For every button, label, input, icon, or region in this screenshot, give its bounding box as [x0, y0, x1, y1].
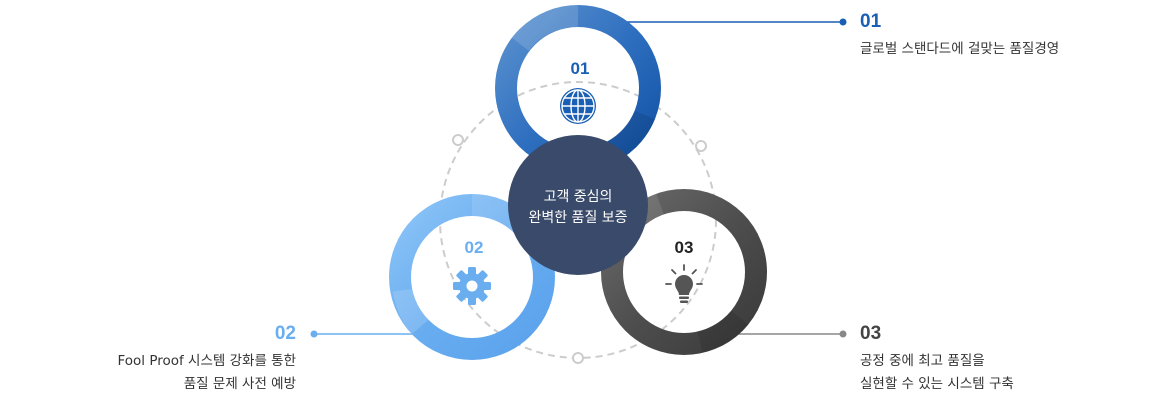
item-01-line-1: 글로벌 스탠다드에 걸맞는 품질경영 — [860, 41, 1060, 57]
center-text-line-1: 고객 중심의 — [544, 189, 613, 205]
ring-number-03: 03 — [675, 238, 694, 257]
gear-icon — [453, 267, 491, 305]
item-number-02: 02 — [274, 323, 296, 344]
item-number-03: 03 — [860, 323, 882, 344]
globe-icon — [560, 88, 596, 124]
ring-number-02: 02 — [465, 238, 484, 257]
item-label-03: 03 공정 중에 최고 품질을 실현할 수 있는 시스템 구축 — [860, 324, 1014, 396]
orbit-node — [695, 140, 707, 152]
lightbulb-icon — [665, 264, 703, 303]
item-02-line-1: Fool Proof 시스템 강화를 통한 — [117, 353, 296, 369]
center-text-line-2: 완벽한 품질 보증 — [528, 210, 627, 226]
item-number-01: 01 — [860, 11, 882, 32]
orbit-node — [572, 352, 584, 364]
ring-number-01: 01 — [571, 59, 590, 78]
item-label-02: 02 Fool Proof 시스템 강화를 통한 품질 문제 사전 예방 — [117, 324, 296, 396]
item-label-01: 01 글로벌 스탠다드에 걸맞는 품질경영 — [860, 12, 1059, 61]
item-03-line-2: 실현할 수 있는 시스템 구축 — [860, 376, 1014, 392]
item-02-line-2: 품질 문제 사전 예방 — [183, 376, 296, 392]
orbit-node — [452, 134, 464, 146]
connector-01 — [622, 18, 847, 26]
item-03-line-1: 공정 중에 최고 품질을 — [860, 353, 985, 369]
center-circle — [508, 135, 648, 275]
